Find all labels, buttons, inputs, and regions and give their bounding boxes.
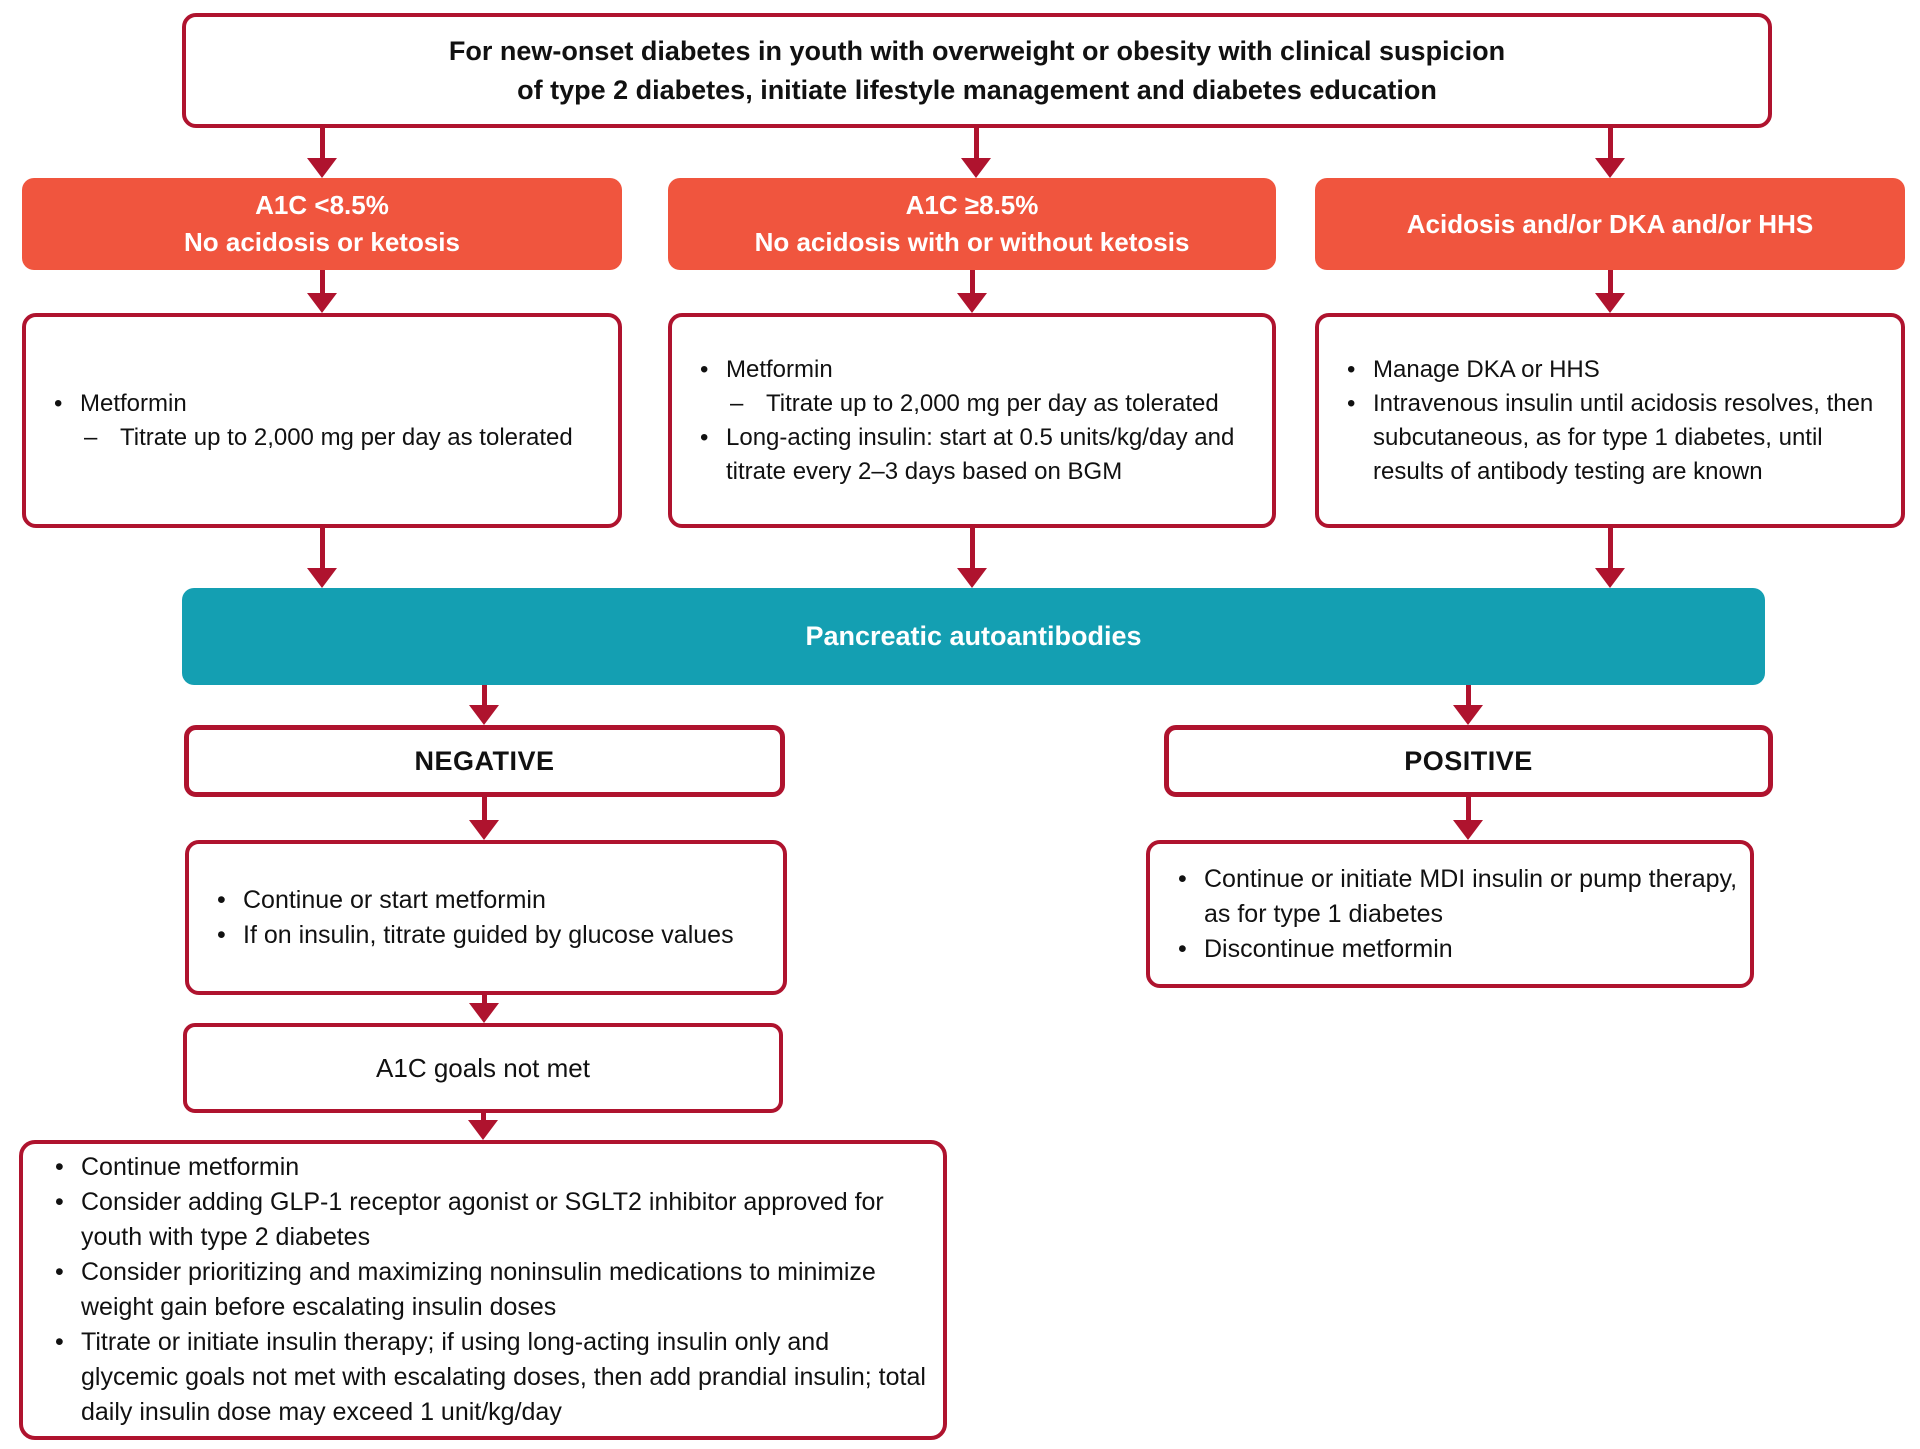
header-a1c-high-line2: No acidosis with or without ketosis xyxy=(754,227,1190,257)
arrow-head-icon xyxy=(469,1003,499,1023)
node-header-a1c-low: A1C <8.5% No acidosis or ketosis xyxy=(22,178,622,270)
node-positive-treatment: Continue or initiate MDI insulin or pump… xyxy=(1146,840,1754,988)
a1c-goals-label: A1C goals not met xyxy=(376,1052,590,1083)
node-header-acidosis: Acidosis and/or DKA and/or HHS xyxy=(1315,178,1905,270)
arrow-head-icon xyxy=(961,158,991,178)
arrow-stem xyxy=(319,528,325,568)
arrow-a1c-high-to-treatment xyxy=(957,270,987,313)
arrow-head-icon xyxy=(1453,705,1483,725)
arrow-stem xyxy=(969,528,975,568)
arrow-top-to-a1c-high xyxy=(961,128,991,178)
arrow-stem xyxy=(969,270,975,293)
arrow-top-to-acidosis xyxy=(1595,128,1625,178)
arrow-head-icon xyxy=(307,158,337,178)
arrow-head-icon xyxy=(468,1120,498,1140)
list-item: Metformin xyxy=(688,353,1262,387)
treatment-acidosis-list: Manage DKA or HHS Intravenous insulin un… xyxy=(1335,353,1891,489)
arrow-stem xyxy=(1465,685,1471,705)
node-positive: POSITIVE xyxy=(1164,725,1773,797)
arrow-top-to-a1c-low xyxy=(307,128,337,178)
arrow-stem xyxy=(973,128,979,158)
node-negative: NEGATIVE xyxy=(184,725,785,797)
arrow-head-icon xyxy=(1595,293,1625,313)
arrow-treatment-low-to-antibodies xyxy=(307,528,337,588)
node-pancreatic-autoantibodies: Pancreatic autoantibodies xyxy=(182,588,1765,685)
header-a1c-low-line2: No acidosis or ketosis xyxy=(184,227,460,257)
arrow-stem xyxy=(319,270,325,293)
arrow-treatment-acidosis-to-antibodies xyxy=(1595,528,1625,588)
arrow-stem xyxy=(481,685,487,705)
list-item: Continue or initiate MDI insulin or pump… xyxy=(1166,862,1740,932)
negative-treatment-list: Continue or start metformin If on insuli… xyxy=(205,883,773,953)
arrow-head-icon xyxy=(957,568,987,588)
arrow-stem xyxy=(480,1113,486,1120)
node-treatment-acidosis: Manage DKA or HHS Intravenous insulin un… xyxy=(1315,313,1905,528)
escalation-list: Continue metformin Consider adding GLP-1… xyxy=(43,1150,929,1430)
list-item: Titrate up to 2,000 mg per day as tolera… xyxy=(688,387,1262,421)
list-item: Consider adding GLP-1 receptor agonist o… xyxy=(43,1185,929,1255)
positive-label: POSITIVE xyxy=(1404,745,1533,776)
arrow-a1c-goals-to-escalation xyxy=(468,1113,498,1140)
list-item: Manage DKA or HHS xyxy=(1335,353,1891,387)
list-item: Continue metformin xyxy=(43,1150,929,1185)
arrow-negative-treatment-to-a1c-goals xyxy=(469,995,499,1023)
node-escalation: Continue metformin Consider adding GLP-1… xyxy=(19,1140,947,1440)
arrow-head-icon xyxy=(469,705,499,725)
node-treatment-a1c-low: Metformin Titrate up to 2,000 mg per day… xyxy=(22,313,622,528)
header-a1c-low-line1: A1C <8.5% xyxy=(255,190,389,220)
arrow-head-icon xyxy=(1595,568,1625,588)
list-item: Metformin xyxy=(42,387,608,421)
arrow-negative-to-treatment xyxy=(469,797,499,840)
antibodies-bar-label: Pancreatic autoantibodies xyxy=(805,621,1142,651)
list-item: Titrate or initiate insulin therapy; if … xyxy=(43,1325,929,1430)
list-item: Titrate up to 2,000 mg per day as tolera… xyxy=(42,421,608,455)
list-item: Continue or start metformin xyxy=(205,883,773,918)
node-treatment-a1c-high: Metformin Titrate up to 2,000 mg per day… xyxy=(668,313,1276,528)
positive-treatment-list: Continue or initiate MDI insulin or pump… xyxy=(1166,862,1740,967)
header-a1c-high-line1: A1C ≥8.5% xyxy=(905,190,1039,220)
node-a1c-goals-not-met: A1C goals not met xyxy=(183,1023,783,1113)
negative-label: NEGATIVE xyxy=(414,745,555,776)
arrow-head-icon xyxy=(307,568,337,588)
node-initial-management: For new-onset diabetes in youth with ove… xyxy=(182,13,1772,128)
arrow-head-icon xyxy=(1453,820,1483,840)
list-item: Intravenous insulin until acidosis resol… xyxy=(1335,387,1891,489)
arrow-acidosis-to-treatment xyxy=(1595,270,1625,313)
arrow-treatment-high-to-antibodies xyxy=(957,528,987,588)
arrow-stem xyxy=(319,128,325,158)
list-item: Consider prioritizing and maximizing non… xyxy=(43,1255,929,1325)
arrow-antibodies-to-positive xyxy=(1453,685,1483,725)
arrow-head-icon xyxy=(307,293,337,313)
header-acidosis-line1: Acidosis and/or DKA and/or HHS xyxy=(1406,208,1814,239)
initial-management-line1: For new-onset diabetes in youth with ove… xyxy=(448,35,1506,66)
arrow-a1c-low-to-treatment xyxy=(307,270,337,313)
arrow-stem xyxy=(1607,528,1613,568)
arrow-stem xyxy=(1607,270,1613,293)
list-item: Discontinue metformin xyxy=(1166,932,1740,967)
arrow-stem xyxy=(1607,128,1613,158)
initial-management-line2: of type 2 diabetes, initiate lifestyle m… xyxy=(517,74,1437,105)
arrow-stem xyxy=(481,797,487,820)
arrow-stem xyxy=(1465,797,1471,820)
arrow-head-icon xyxy=(469,820,499,840)
arrow-head-icon xyxy=(957,293,987,313)
list-item: If on insulin, titrate guided by glucose… xyxy=(205,918,773,953)
list-item: Long-acting insulin: start at 0.5 units/… xyxy=(688,421,1262,489)
arrow-antibodies-to-negative xyxy=(469,685,499,725)
arrow-positive-to-treatment xyxy=(1453,797,1483,840)
treatment-a1c-high-list: Metformin Titrate up to 2,000 mg per day… xyxy=(688,353,1262,489)
treatment-a1c-low-list: Metformin Titrate up to 2,000 mg per day… xyxy=(42,387,608,455)
arrow-stem xyxy=(481,995,487,1003)
arrow-head-icon xyxy=(1595,158,1625,178)
node-header-a1c-high: A1C ≥8.5% No acidosis with or without ke… xyxy=(668,178,1276,270)
node-negative-treatment: Continue or start metformin If on insuli… xyxy=(185,840,787,995)
